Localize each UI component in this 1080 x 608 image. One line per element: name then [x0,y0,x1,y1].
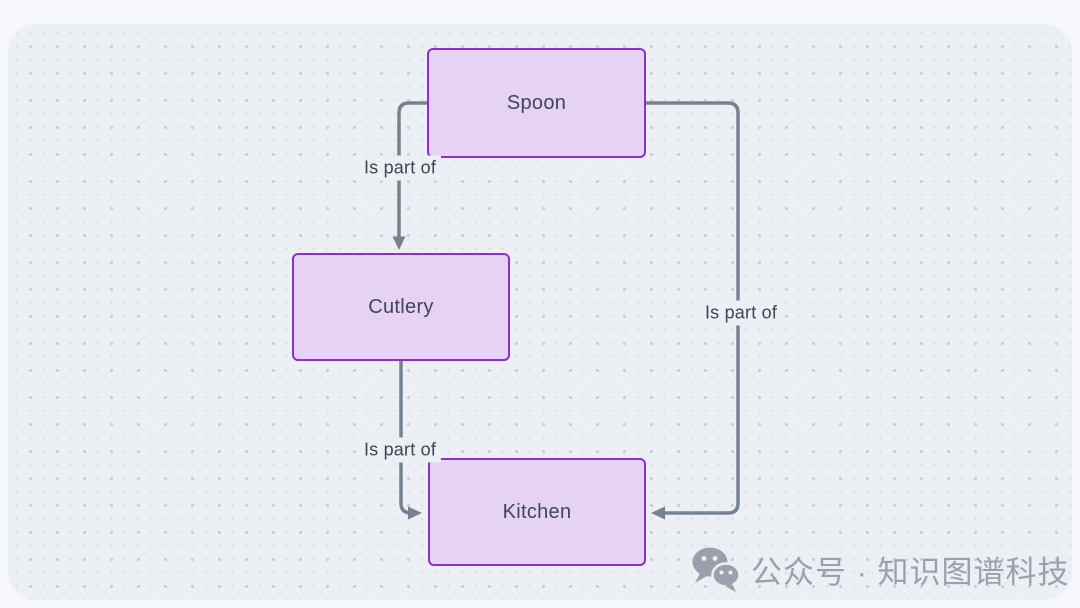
node-cutlery-label: Cutlery [368,295,434,318]
node-spoon: Spoon [427,48,646,158]
edge-label-cutlery-kitchen: Is part of [358,437,442,463]
edge-spoon-cutlery [397,101,430,239]
node-spoon-label: Spoon [506,91,567,114]
arrowhead-spoon-kitchen [651,506,665,520]
node-kitchen: Kitchen [428,458,646,566]
arrowhead-spoon-cutlery [392,236,406,250]
node-kitchen-label: Kitchen [502,500,572,523]
watermark-text: 公众号 · 知识图谱科技 [751,554,1070,590]
arrowhead-cutlery-kitchen [408,506,422,520]
edge-label-spoon-cutlery: Is part of [358,155,442,181]
node-cutlery: Cutlery [292,253,510,361]
watermark: 公众号 · 知识图谱科技 [690,545,1070,593]
wechat-icon [692,547,741,592]
edge-label-spoon-kitchen: Is part of [699,300,783,326]
